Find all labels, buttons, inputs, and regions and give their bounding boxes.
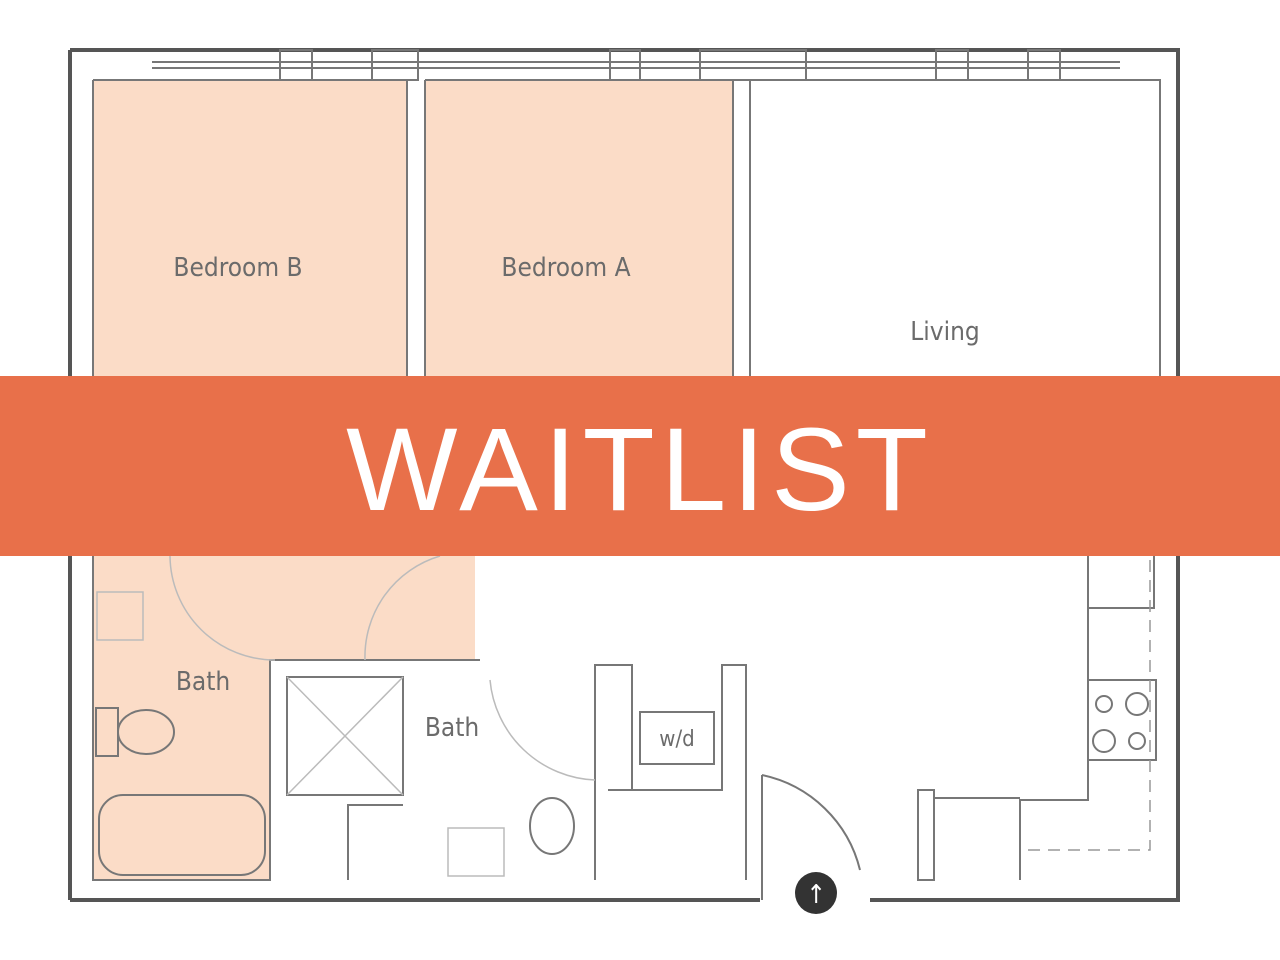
counter xyxy=(1019,552,1089,880)
north-arrow-icon: ↑ xyxy=(795,872,837,914)
living-wall xyxy=(749,79,1161,380)
room-label-living: Living xyxy=(910,317,980,347)
bath-center-wall xyxy=(347,664,633,880)
door-swing xyxy=(364,555,441,661)
entry-door xyxy=(761,774,861,900)
door-swing xyxy=(489,679,596,781)
washer-dryer xyxy=(639,711,715,765)
shower-x xyxy=(286,676,404,796)
burner xyxy=(1125,692,1149,716)
bathtub xyxy=(98,794,266,876)
bedroom-b-wall xyxy=(92,79,408,380)
room-label-laundry: w/d xyxy=(659,727,694,752)
bath-left-wall xyxy=(92,556,480,881)
counter-island xyxy=(917,789,935,881)
window-mullion xyxy=(699,49,807,81)
bedroom-a-area xyxy=(425,81,733,381)
burner xyxy=(1128,732,1146,750)
window-mullion xyxy=(279,49,313,81)
stove xyxy=(1087,679,1157,761)
shower xyxy=(286,676,404,796)
room-label-bedroom-b: Bedroom B xyxy=(173,253,302,283)
door-swing xyxy=(169,555,276,661)
toilet xyxy=(529,797,575,855)
upper-cabinet-line xyxy=(1020,560,1151,851)
window-mullion xyxy=(371,49,419,81)
bedroom-b-area xyxy=(93,81,407,381)
toilet-tank xyxy=(95,707,119,757)
laundry-wall xyxy=(600,664,747,880)
room-label-bath-center: Bath xyxy=(425,713,479,743)
north-arrow-glyph: ↑ xyxy=(806,880,826,910)
burner xyxy=(1092,729,1116,753)
burner xyxy=(1095,695,1113,713)
waitlist-banner: WAITLIST xyxy=(0,376,1280,556)
fridge xyxy=(1087,551,1155,609)
room-label-bath-left: Bath xyxy=(176,667,230,697)
room-label-bedroom-a: Bedroom A xyxy=(501,253,630,283)
window-mullion xyxy=(609,49,641,81)
sink xyxy=(96,591,144,641)
window-mullion xyxy=(935,49,969,81)
bedroom-a-wall xyxy=(424,79,734,380)
sink xyxy=(447,827,505,877)
window-mullion xyxy=(1027,49,1061,81)
waitlist-label: WAITLIST xyxy=(346,404,934,536)
